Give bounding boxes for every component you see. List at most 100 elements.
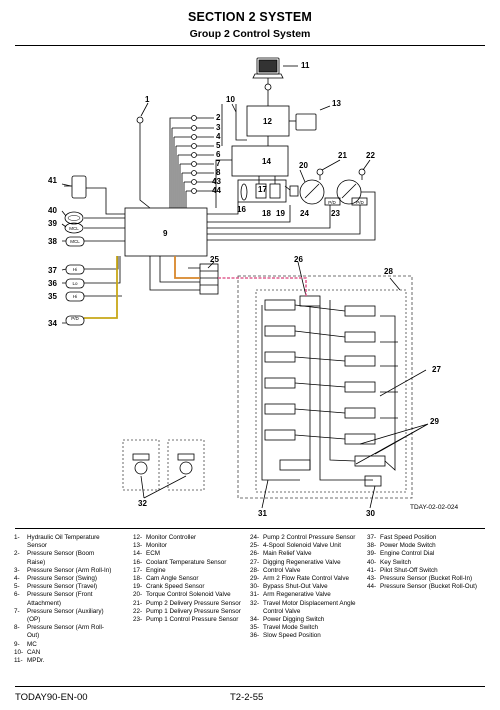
legend-text: Fast Speed Position	[380, 534, 437, 541]
legend-item: 22-Pump 1 Delivery Pressure Sensor	[133, 608, 241, 616]
callout-16: 16	[237, 205, 246, 214]
legend-text: Travel Motor Displacement Angle Control …	[263, 599, 356, 615]
callout-35: 35	[48, 292, 57, 301]
legend-text: Digging Regenerative Valve	[263, 558, 341, 566]
control-valve-outline	[237, 275, 413, 499]
legend-item: 29-Arm 2 Flow Rate Control Valve	[250, 575, 362, 583]
legend-item: 4- Pressure Sensor (Swing)	[14, 575, 114, 583]
legend-text: Torque Control Solenoid Valve	[146, 591, 231, 599]
document-id: TODAY90-EN-00	[15, 692, 88, 703]
legend-item: 16-Coolant Temperature Sensor	[133, 559, 241, 567]
legend-item: 9-MC	[14, 641, 114, 649]
callout-39: 39	[48, 219, 57, 228]
legend-item: 25-4-Spool Solenoid Valve Unit	[250, 542, 362, 550]
callout-34: 34	[48, 319, 57, 328]
callout-7: 7	[216, 159, 221, 168]
legend-text: ECM	[146, 550, 160, 558]
callout-36: 36	[48, 279, 57, 288]
legend-item: 30-Bypass Shut-Out Valve	[250, 583, 362, 591]
legend-item: 26-Main Relief Valve	[250, 550, 362, 558]
legend-item: 8-Pressure Sensor (Arm Roll-Out)	[14, 624, 114, 640]
legend-text: Pressure Sensor (Bucket Roll-Out)	[380, 583, 477, 591]
legend-rule	[15, 528, 485, 529]
legend-number: 35-	[250, 624, 260, 632]
legend-item: 6-Pressure Sensor (Front Attachment)	[14, 591, 114, 607]
legend-text: Slow Speed Position	[263, 632, 321, 640]
legend-number: 5-	[14, 583, 20, 591]
legend-item: 38-Power Mode Switch	[367, 542, 482, 550]
legend-number: 31-	[250, 591, 260, 599]
legend-item: 24-Pump 2 Control Pressure Sensor	[250, 534, 362, 542]
callout-23: 23	[331, 209, 340, 218]
legend-text: Pressure Sensor (Bucket Roll-In)	[380, 575, 473, 583]
callout-20: 20	[299, 161, 308, 170]
legend-text: Coolant Temperature Sensor	[146, 558, 227, 566]
callout-29: 29	[430, 417, 439, 426]
header-rule	[15, 45, 485, 46]
callout-21: 21	[338, 151, 347, 160]
callout-4: 4	[216, 132, 221, 141]
callout-5: 5	[216, 141, 221, 150]
legend-text: Pressure Sensor (Boom Raise)	[27, 550, 95, 566]
callout-41: 41	[48, 176, 57, 185]
legend-number: 4-	[14, 575, 20, 583]
legend-item: 10-CAN	[14, 649, 114, 657]
legend-number: 12-	[133, 534, 143, 541]
legend-item: 40-Key Switch	[367, 559, 482, 567]
legend-number: 18-	[133, 575, 143, 583]
legend-text: MPDr.	[27, 657, 45, 665]
legend-item: 1-Hydraulic Oil Temperature Sensor	[14, 534, 114, 550]
legend-item: 31-Arm Regenerative Valve	[250, 591, 362, 599]
legend-text: Arm Regenerative Valve	[263, 591, 331, 599]
pilot-shutoff-switch-icon	[64, 175, 87, 199]
section-title: SECTION 2 SYSTEM	[187, 10, 313, 24]
callout-32: 32	[138, 499, 147, 508]
legend-number: 30-	[250, 583, 260, 591]
ecm-box	[231, 145, 289, 177]
legend-item: 3-Pressure Sensor (Arm Roll-In)	[14, 567, 114, 575]
tag-engine-dial: MCL	[69, 226, 79, 231]
legend-number: 40-	[367, 558, 377, 566]
legend-item: 2-Pressure Sensor (Boom Raise)	[14, 550, 114, 566]
legend-text: Pressure Sensor (Swing)	[27, 575, 97, 583]
tag-slow-speed: Lo	[72, 281, 78, 286]
tag-pump1-control: P/D	[356, 200, 364, 205]
tag-pump2-control: P/D	[328, 200, 336, 205]
legend-item: 23-Pump 1 Control Pressure Sensor	[133, 616, 241, 624]
legend-item: 27-Digging Regenerative Valve	[250, 559, 362, 567]
legend-number: 36-	[250, 632, 260, 640]
legend-text: Monitor	[146, 542, 167, 550]
power-mode-switch-icon	[65, 236, 85, 247]
tag-power-mode: MCL	[70, 239, 80, 244]
legend-number: 29-	[250, 575, 260, 583]
legend-number: 38-	[367, 542, 377, 550]
legend-text: Engine Control Dial	[380, 550, 435, 558]
mc-box	[124, 207, 208, 257]
callout-37: 37	[48, 266, 57, 275]
tag-fast-speed: Hi	[73, 267, 77, 272]
legend-number: 20-	[133, 591, 143, 599]
legend-number: 11-	[14, 657, 23, 665]
legend-text: Key Switch	[380, 558, 412, 566]
tag-power-digging: P/D	[71, 316, 79, 321]
legend-number: 32-	[250, 599, 260, 607]
legend-item: 5- Pressure Sensor (Travel)	[14, 583, 114, 591]
pressure-sensor-group	[191, 115, 197, 194]
legend-number: 28-	[250, 566, 260, 574]
callout-10: 10	[226, 95, 235, 104]
legend-number: 19-	[133, 583, 143, 591]
legend-number: 41-	[367, 566, 377, 574]
diagram-reference-code: TDAY-02-02-024	[410, 504, 459, 511]
engine-control-dial-icon	[64, 222, 84, 234]
legend-number: 37-	[367, 534, 377, 541]
legend-text: Pressure Sensor (Front Attachment)	[27, 591, 93, 607]
legend-text: Pressure Sensor (Arm Roll-Out)	[27, 624, 104, 640]
callout-8: 8	[216, 168, 221, 177]
legend-text: Pressure Sensor (Travel)	[27, 583, 98, 591]
legend-text: Crank Speed Sensor	[146, 583, 205, 591]
legend-number: 17-	[133, 566, 143, 574]
legend-text: Control Valve	[263, 566, 301, 574]
legend-number: 44-	[367, 583, 377, 591]
legend-item: 34-Power Digging Switch	[250, 616, 362, 624]
